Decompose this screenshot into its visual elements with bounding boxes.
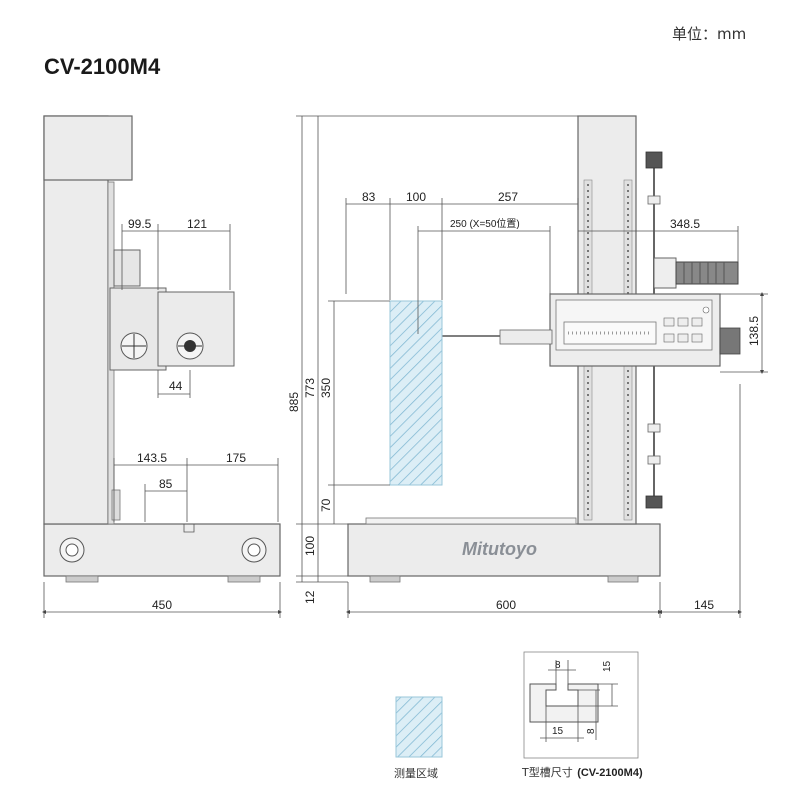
dim-450: 450 — [152, 598, 172, 612]
dim-143-5: 143.5 — [137, 451, 167, 465]
tslot-label-model: (CV-2100M4) — [577, 767, 643, 779]
measuring-area-swatch — [395, 696, 443, 758]
tslot-dim-h8: 8 — [586, 728, 597, 734]
tslot-dim-w8: 8 — [555, 660, 561, 671]
dim-100: 100 — [406, 190, 426, 204]
measuring-area — [389, 300, 443, 486]
dim-85: 85 — [159, 477, 173, 491]
side-top-arm — [43, 115, 133, 181]
fine-feed-knob — [675, 261, 739, 285]
dim-121: 121 — [187, 217, 207, 231]
dim-350: 350 — [319, 378, 333, 398]
dim-257: 257 — [498, 190, 518, 204]
model-title: CV-2100M4 — [44, 54, 161, 79]
brand-logo: Mitutoyo — [462, 539, 537, 559]
front-view: Mitutoyo — [287, 115, 768, 618]
dim-145: 145 — [694, 598, 714, 612]
measuring-area-label: 测量区域 — [394, 767, 438, 780]
tslot-dim-h15: 15 — [602, 660, 613, 672]
dim-600: 600 — [496, 598, 516, 612]
dim-83: 83 — [362, 190, 376, 204]
dim-250: 250 (X=50位置) — [450, 217, 520, 230]
tslot-dim-w15: 15 — [552, 726, 564, 737]
side-view: 99.5 121 44 143.5 175 85 450 — [42, 115, 282, 618]
dim-99-5: 99.5 — [128, 217, 152, 231]
unit-label: 单位：mm — [672, 25, 746, 43]
front-base — [347, 523, 661, 577]
dim-44: 44 — [169, 379, 183, 393]
dim-348-5: 348.5 — [670, 217, 700, 231]
dim-138-5: 138.5 — [747, 316, 761, 346]
dim-773: 773 — [303, 378, 317, 398]
tslot-caption: T型槽尺寸 (CV-2100M4) — [521, 763, 643, 780]
dim-70: 70 — [319, 498, 333, 512]
dim-175: 175 — [226, 451, 246, 465]
dim-12: 12 — [303, 590, 317, 604]
legend: 测量区域 8 15 15 8 T型槽尺寸 (CV-2100M4) — [394, 651, 643, 780]
dim-885: 885 — [287, 392, 301, 412]
tslot-label-cn: T型槽尺寸 — [521, 765, 573, 779]
dim-100-base: 100 — [303, 536, 317, 556]
